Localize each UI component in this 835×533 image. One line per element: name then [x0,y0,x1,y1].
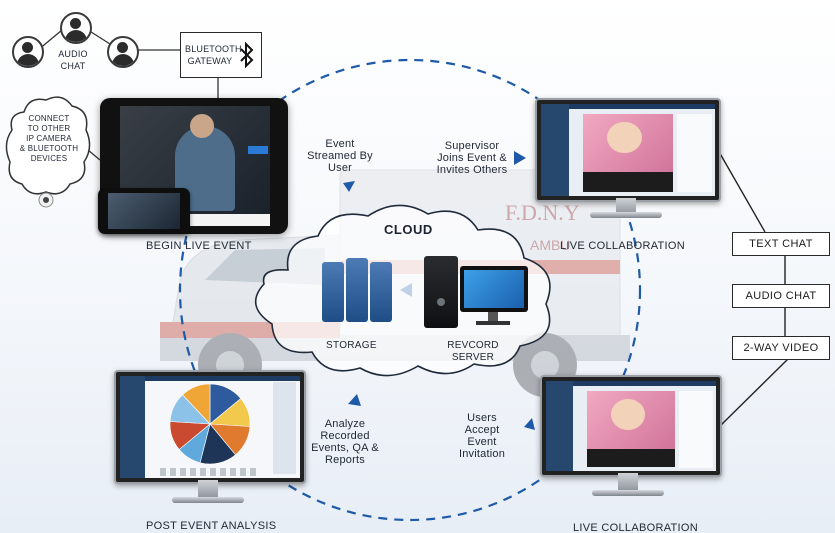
person-center-icon [60,12,92,44]
caption-live-collaboration-top: LIVE COLLABORATION [560,240,686,252]
arrow-supervisor [514,151,526,165]
ambulance-sub-text: AMBU [530,237,570,253]
central-cloud [254,204,551,377]
monitor-post-base [172,497,244,503]
feature-audio-chat: AUDIO CHAT [732,284,830,308]
caption-begin-live-event: BEGIN LIVE EVENT [146,240,252,252]
monitor-post-event [114,370,306,484]
server-tower-icon [424,256,458,328]
monitor-live-collab-top [535,98,721,202]
pie-slice-8 [182,383,211,425]
phone-device [98,188,190,234]
arrow-users-accept [524,418,535,430]
person-left-icon [12,36,44,68]
caption-post-event-analysis: POST EVENT ANALYSIS [146,520,277,532]
arrow-streamed [343,181,355,192]
server-monitor-icon [460,266,528,312]
server-monitor-base [476,321,510,325]
ambulance-fdny-text: F.D.N.Y [505,200,580,225]
audio-chat-label: AUDIO CHAT [58,49,88,71]
storage-label: STORAGE [326,340,377,351]
device-cloud-label: CONNECT TO OTHER IP CAMERA & BLUETOOTH D… [19,114,79,163]
monitor-bottom-stand [618,473,638,491]
bluetooth-gateway-box: BLUETOOTH GATEWAY [180,32,262,78]
pie-chart [169,383,251,465]
monitor-post-stand [198,480,218,498]
person-right-icon [107,36,139,68]
step-analyze-label: Analyze Recorded Events, QA & Reports [311,418,379,466]
revcord-server-label: REVCORD SERVER [447,340,499,363]
server-monitor-stand [488,312,498,322]
monitor-bottom-base [592,490,664,496]
storage-server-1-icon [322,262,344,322]
storage-server-2-icon [346,258,368,322]
cloud-title: CLOUD [384,222,433,237]
arrow-analyze [348,394,361,406]
monitor-top-base [590,212,662,218]
monitor-top-stand [616,198,636,214]
feature-text-chat: TEXT CHAT [732,232,830,256]
bluetooth-gateway-label: BLUETOOTH GATEWAY [185,44,242,66]
device-cloud-bubble [5,96,91,208]
step-users-accept-label: Users Accept Event Invitation [458,412,506,460]
monitor-live-collab-bottom [540,375,722,477]
bluetooth-icon [240,41,254,69]
step-supervisor-label: Supervisor Joins Event & Invites Others [436,140,508,176]
storage-server-3-icon [370,262,392,322]
step-streamed-label: Event Streamed By User [307,138,373,174]
caption-live-collaboration-bottom: LIVE COLLABORATION [573,522,699,533]
feature-2-way-video: 2-WAY VIDEO [732,336,830,360]
